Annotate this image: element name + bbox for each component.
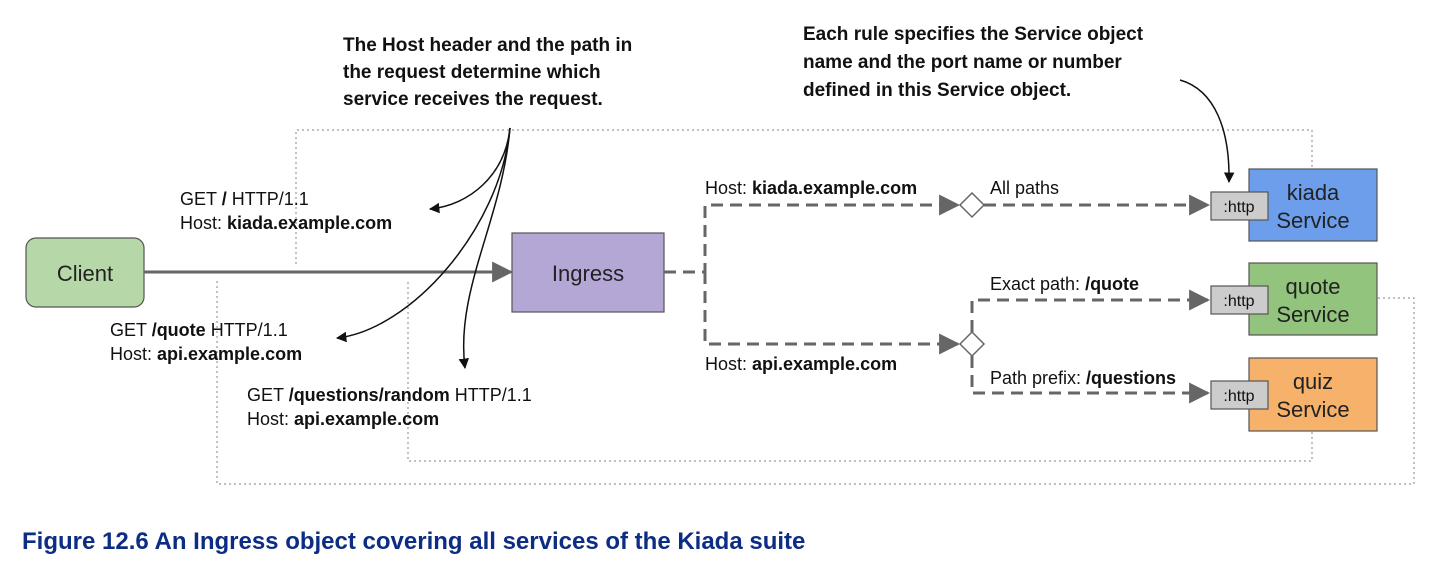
kiada-service-suffix: Service <box>1276 208 1349 233</box>
ingress-box <box>511 232 665 313</box>
quote-service-box <box>1248 262 1378 336</box>
quote-service-suffix: Service <box>1276 302 1349 327</box>
quiz-port-label: :http <box>1223 388 1254 405</box>
request-line: GET / HTTP/1.1 <box>180 189 309 209</box>
path-rule-all: All paths <box>990 178 1059 198</box>
callout-arrow-port <box>1179 79 1235 184</box>
callout-line: The Host header and the path in <box>343 35 632 56</box>
quote-service-name: quote <box>1285 274 1340 299</box>
quiz-service-suffix: Service <box>1276 397 1349 422</box>
outer-frame-bottom <box>216 280 1415 485</box>
figure-caption: Figure 12.6 An Ingress object covering a… <box>22 528 806 555</box>
host-rule-api: Host: api.example.com <box>705 354 897 374</box>
callout-line: defined in this Service object. <box>803 80 1071 101</box>
host-line: Host: kiada.example.com <box>180 213 392 233</box>
kiada-service: kiada Service :http <box>1210 168 1378 242</box>
quiz-port-box <box>1210 380 1269 410</box>
api-rule-diamond <box>958 330 986 358</box>
request-line: GET /questions/random HTTP/1.1 <box>247 385 532 405</box>
callout-line: Each rule specifies the Service object <box>803 24 1144 45</box>
request-line: GET /quote HTTP/1.1 <box>110 320 288 340</box>
ingress-label: Ingress <box>552 261 624 286</box>
outer-frame-top <box>295 129 1313 264</box>
quote-service: quote Service :http <box>1210 262 1378 336</box>
rule-callout: Each rule specifies the Service object n… <box>803 24 1144 101</box>
callout-line: the request determine which <box>343 62 601 83</box>
ingress-to-api-route <box>703 272 961 355</box>
callout-arrow-quote-request <box>335 127 511 343</box>
kiada-service-name: kiada <box>1287 180 1340 205</box>
exact-quote-route <box>970 289 1211 332</box>
request-api-questions: GET /questions/random HTTP/1.1 Host: api… <box>247 385 532 429</box>
path-rule-exact-quote: Exact path: /quote <box>990 274 1139 294</box>
kiada-port-box <box>1210 191 1269 221</box>
callout-line: service receives the request. <box>343 89 603 110</box>
request-api-quote: GET /quote HTTP/1.1 Host: api.example.co… <box>110 320 302 364</box>
callout-line: name and the port name or number <box>803 52 1122 73</box>
request-kiada-root: GET / HTTP/1.1 Host: kiada.example.com <box>180 189 392 233</box>
quote-port-box <box>1210 285 1269 315</box>
kiada-rule-diamond <box>958 191 986 219</box>
client-label: Client <box>57 261 113 286</box>
quiz-service: quiz Service :http <box>1210 357 1378 432</box>
ingress-to-kiada-route <box>664 194 961 274</box>
path-rule-prefix-questions: Path prefix: /questions <box>990 368 1176 388</box>
host-line: Host: api.example.com <box>247 409 439 429</box>
host-path-callout: The Host header and the path in the requ… <box>343 35 632 110</box>
host-line: Host: api.example.com <box>110 344 302 364</box>
inner-frame <box>407 282 1313 462</box>
quiz-service-name: quiz <box>1293 369 1333 394</box>
callout-arrow-kiada-request <box>428 127 511 214</box>
host-rule-kiada: Host: kiada.example.com <box>705 178 917 198</box>
callout-arrow-questions-request <box>458 127 511 370</box>
quote-port-label: :http <box>1223 293 1254 310</box>
prefix-questions-route <box>970 356 1211 404</box>
quiz-service-box <box>1248 357 1378 432</box>
kiada-port-label: :http <box>1223 199 1254 216</box>
